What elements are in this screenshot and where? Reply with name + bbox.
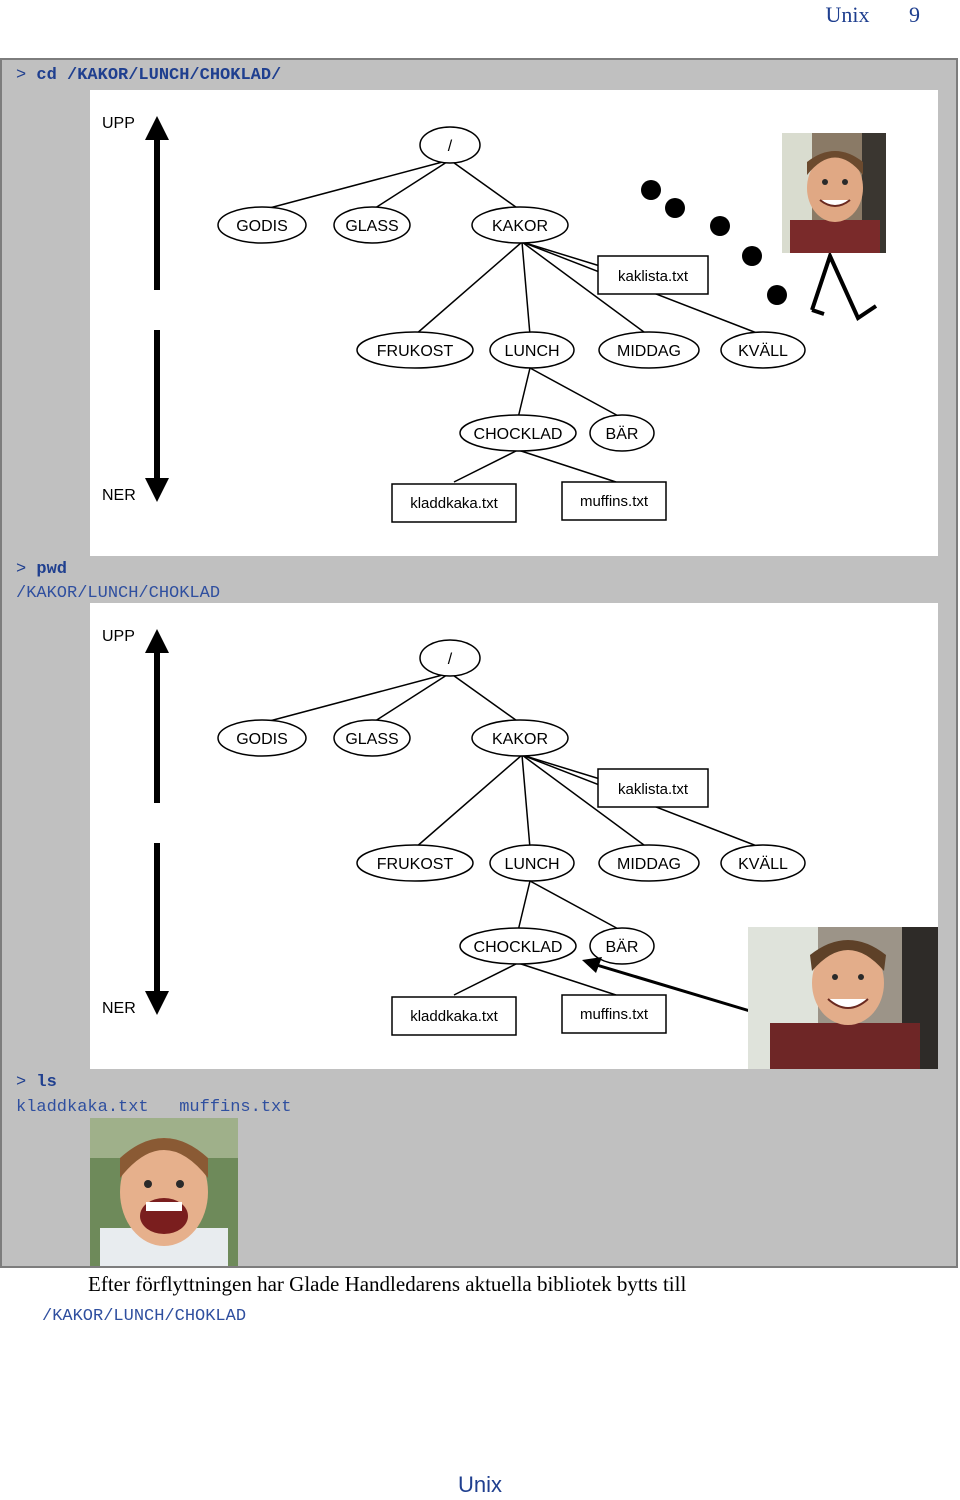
tree-file-muffins-label: muffins.txt <box>580 1006 649 1023</box>
tree-file-kladdkaka: kladdkaka.txt <box>391 996 517 1036</box>
tree-node-bar: BÄR <box>589 414 655 452</box>
tree-node-kvall-label: KVÄLL <box>738 855 788 873</box>
tree-file-muffins-label: muffins.txt <box>580 493 649 510</box>
up-arrow-icon <box>145 629 169 803</box>
tree-node-godis-label: GODIS <box>236 218 288 235</box>
tree-node-middag: MIDDAG <box>598 844 700 882</box>
tree-node-middag-label: MIDDAG <box>617 343 681 360</box>
down-arrow-icon <box>145 330 169 502</box>
tree-node-bar-label: BÄR <box>606 425 639 443</box>
tree-node-chocklad: CHOCKLAD <box>459 927 577 965</box>
tree-node-chocklad-label: CHOCKLAD <box>474 939 563 956</box>
tree-node-lunch: LUNCH <box>489 844 575 882</box>
tree-node-glass: GLASS <box>333 719 411 757</box>
tree-node-chocklad: CHOCKLAD <box>459 414 577 452</box>
tree-node-kakor-label: KAKOR <box>492 218 548 235</box>
down-label: NER <box>102 487 136 504</box>
command-line-ls: > ls <box>16 1073 57 1092</box>
tree-node-kvall: KVÄLL <box>720 331 806 369</box>
tree-file-kaklista-label: kaklista.txt <box>618 268 689 285</box>
tree-node-bar: BÄR <box>589 927 655 965</box>
tree-node-frukost-label: FRUKOST <box>377 343 454 360</box>
tree-file-kaklista-label: kaklista.txt <box>618 781 689 798</box>
up-label: UPP <box>102 115 135 132</box>
tree-file-kaklista: kaklista.txt <box>597 255 709 295</box>
tree-node-root-label: / <box>448 651 453 668</box>
tree-node-glass-label: GLASS <box>345 218 398 235</box>
tree-node-root: / <box>419 639 481 677</box>
person-photo-2 <box>748 927 938 1069</box>
command-text: pwd <box>36 560 68 579</box>
caption-path: /KAKOR/LUNCH/CHOKLAD <box>42 1307 247 1326</box>
tree-file-kladdkaka-label: kladdkaka.txt <box>410 1008 498 1025</box>
tree-node-lunch-label: LUNCH <box>504 343 559 360</box>
tree-node-kakor: KAKOR <box>471 719 569 757</box>
down-label: NER <box>102 1000 136 1017</box>
page-footer: Unix <box>457 1472 502 1497</box>
prompt-symbol: > <box>16 66 27 85</box>
tree-node-godis-label: GODIS <box>236 731 288 748</box>
pointer-arrow-icon <box>582 957 751 1013</box>
tree-node-godis: GODIS <box>217 206 307 244</box>
tree-node-chocklad-label: CHOCKLAD <box>474 426 563 443</box>
terminal-panel: > cd /KAKOR/LUNCH/CHOKLAD/ UPP NER <box>0 58 958 1268</box>
tree-node-godis: GODIS <box>217 719 307 757</box>
tree-node-lunch: LUNCH <box>489 331 575 369</box>
tree-file-kaklista: kaklista.txt <box>597 768 709 808</box>
command-text: cd /KAKOR/LUNCH/CHOKLAD/ <box>36 66 282 85</box>
directory-tree-diagram-2: UPP NER <box>90 603 938 1069</box>
down-arrow-icon <box>145 843 169 1015</box>
tree-node-kakor-label: KAKOR <box>492 731 548 748</box>
tree-node-frukost: FRUKOST <box>356 844 474 882</box>
tree-file-kladdkaka: kladdkaka.txt <box>391 483 517 523</box>
tree-node-kvall: KVÄLL <box>720 844 806 882</box>
caption-text: Efter förflyttningen har Glade Handledar… <box>88 1272 687 1296</box>
tree-file-kladdkaka-label: kladdkaka.txt <box>410 495 498 512</box>
tree-node-glass-label: GLASS <box>345 731 398 748</box>
tree-node-glass: GLASS <box>333 206 411 244</box>
tree-node-kvall-label: KVÄLL <box>738 342 788 360</box>
prompt-symbol: > <box>16 560 27 579</box>
movement-dots <box>641 180 787 305</box>
tree-file-muffins: muffins.txt <box>561 481 667 521</box>
command-text: ls <box>36 1073 57 1092</box>
tree-node-bar-label: BÄR <box>606 938 639 956</box>
tree-node-root-label: / <box>448 138 453 155</box>
tree-node-middag: MIDDAG <box>598 331 700 369</box>
walking-legs-icon <box>810 250 878 321</box>
command-output-pwd: /KAKOR/LUNCH/CHOKLAD <box>16 584 221 603</box>
command-line-cd: > cd /KAKOR/LUNCH/CHOKLAD/ <box>16 66 281 85</box>
command-output-ls: kladdkaka.txt muffins.txt <box>16 1098 292 1117</box>
page-header: Unix 9 <box>792 2 921 28</box>
directory-tree-diagram-1: UPP NER <box>90 90 938 556</box>
tree-file-muffins: muffins.txt <box>561 994 667 1034</box>
up-arrow-icon <box>145 116 169 290</box>
tree-node-middag-label: MIDDAG <box>617 856 681 873</box>
tree-node-frukost: FRUKOST <box>356 331 474 369</box>
page-number: 9 <box>909 2 920 27</box>
header-title: Unix <box>825 2 870 27</box>
tree-node-lunch-label: LUNCH <box>504 856 559 873</box>
up-label: UPP <box>102 628 135 645</box>
tree-node-root: / <box>419 126 481 164</box>
tree-node-frukost-label: FRUKOST <box>377 856 454 873</box>
person-photo-3 <box>90 1118 238 1266</box>
command-line-pwd: > pwd <box>16 560 67 579</box>
prompt-symbol: > <box>16 1073 27 1092</box>
person-photo-1 <box>782 133 886 253</box>
tree-node-kakor: KAKOR <box>471 206 569 244</box>
